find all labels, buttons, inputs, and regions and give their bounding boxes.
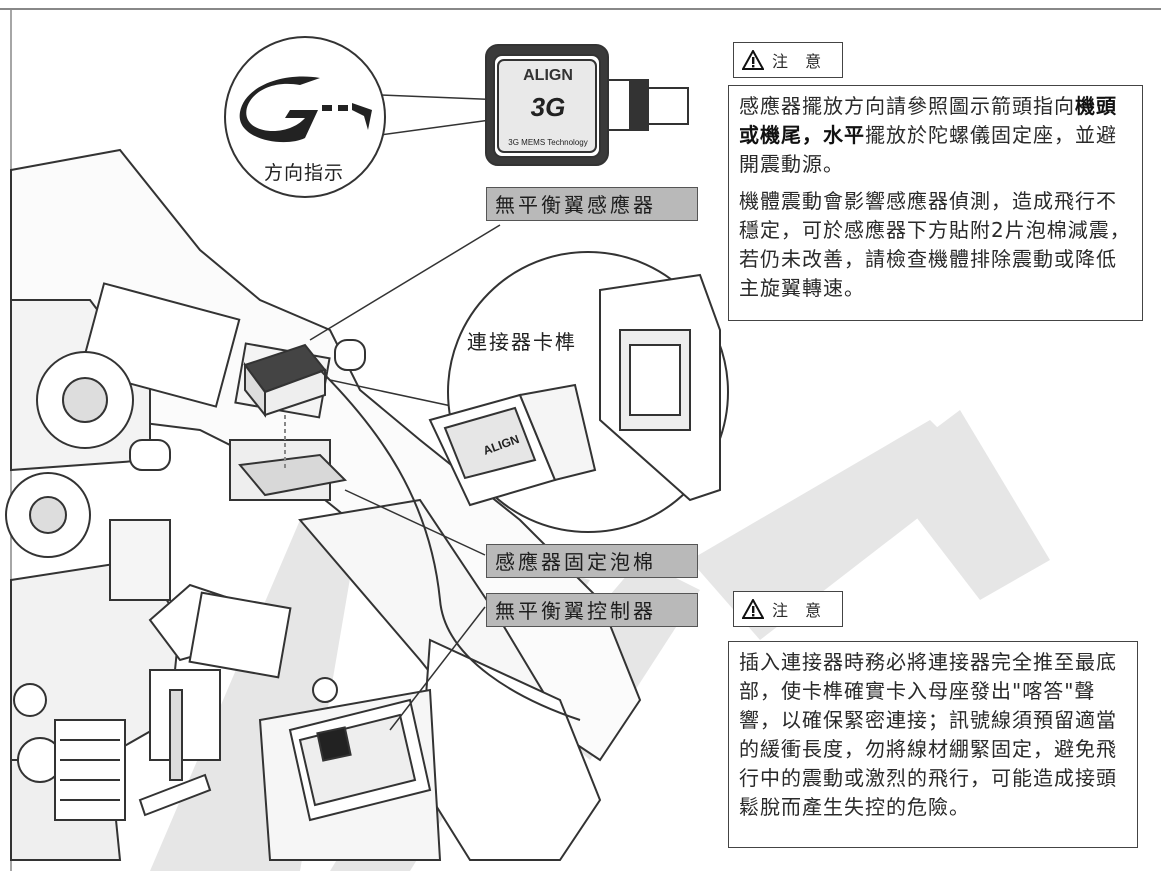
sensor-model-text: 3G: [531, 92, 566, 122]
warning-triangle-icon: [742, 599, 764, 619]
caution-1-bold-a: 機頭或機尾: [739, 94, 1117, 147]
caution-note-2: 插入連接器時務必將連接器完全推至最底部，使卡榫確實卡入母座發出"喀答"聲響，以確…: [728, 641, 1138, 848]
sensor-device-closeup: [485, 44, 689, 166]
warning-triangle-icon: [742, 50, 764, 70]
caution-title-1: 注 意: [733, 42, 843, 78]
servo-horn: [138, 583, 292, 817]
engine-parts: [13, 677, 338, 821]
connector-closeup: [428, 273, 721, 507]
sensor-foam-pad: [238, 453, 348, 497]
caution-1-comma: ，: [802, 123, 823, 147]
g-logo-arrow-icon: [239, 76, 372, 143]
servo-left: [5, 351, 171, 601]
caution-title-2: 注 意: [733, 591, 843, 627]
caution-1-paragraph-2: 機體震動會影響感應器偵測，造成飛行不穩定，可於感應器下方貼附2片泡棉減震，若仍未…: [739, 189, 1131, 300]
caution-2-paragraph: 插入連接器時務必將連接器完全推至最底部，使卡榫確實卡入母座發出"喀答"聲響，以確…: [739, 650, 1117, 819]
sensor-on-frame: [238, 343, 348, 497]
controller-unit: [288, 698, 432, 822]
controller-label: 無平衡翼控制器: [486, 593, 698, 627]
sensor-label: 無平衡翼感應器: [486, 187, 698, 221]
leader-lines: [309, 94, 556, 731]
sensor-tagline-text: 3G MEMS Technology: [508, 138, 587, 147]
caution-1-text-e: 擺放於陀螺儀固定座，並避開震動源。: [739, 123, 1117, 176]
direction-caption: 方向指示: [264, 162, 345, 184]
caution-title-text-2: 注 意: [772, 601, 828, 620]
caution-1-paragraph-1: 感應器擺放方向請參照圖示箭頭指向機頭或機尾，水平擺放於陀螺儀固定座，並避開震動源…: [739, 92, 1132, 179]
caution-note-1: 感應器擺放方向請參照圖示箭頭指向機頭或機尾，水平擺放於陀螺儀固定座，並避開震動源…: [728, 85, 1143, 321]
sensor-brand-text: ALIGN: [523, 67, 573, 84]
signal-wire: [319, 369, 581, 721]
connector-latch-caption: 連接器卡榫: [467, 330, 577, 354]
sensor-foam-label: 感應器固定泡棉: [486, 544, 698, 578]
caution-1-text-a: 感應器擺放方向請參照圖示箭頭指向: [739, 94, 1075, 118]
caution-title-text-1: 注 意: [772, 52, 828, 71]
caution-1-bold-b: 水平: [823, 123, 865, 147]
